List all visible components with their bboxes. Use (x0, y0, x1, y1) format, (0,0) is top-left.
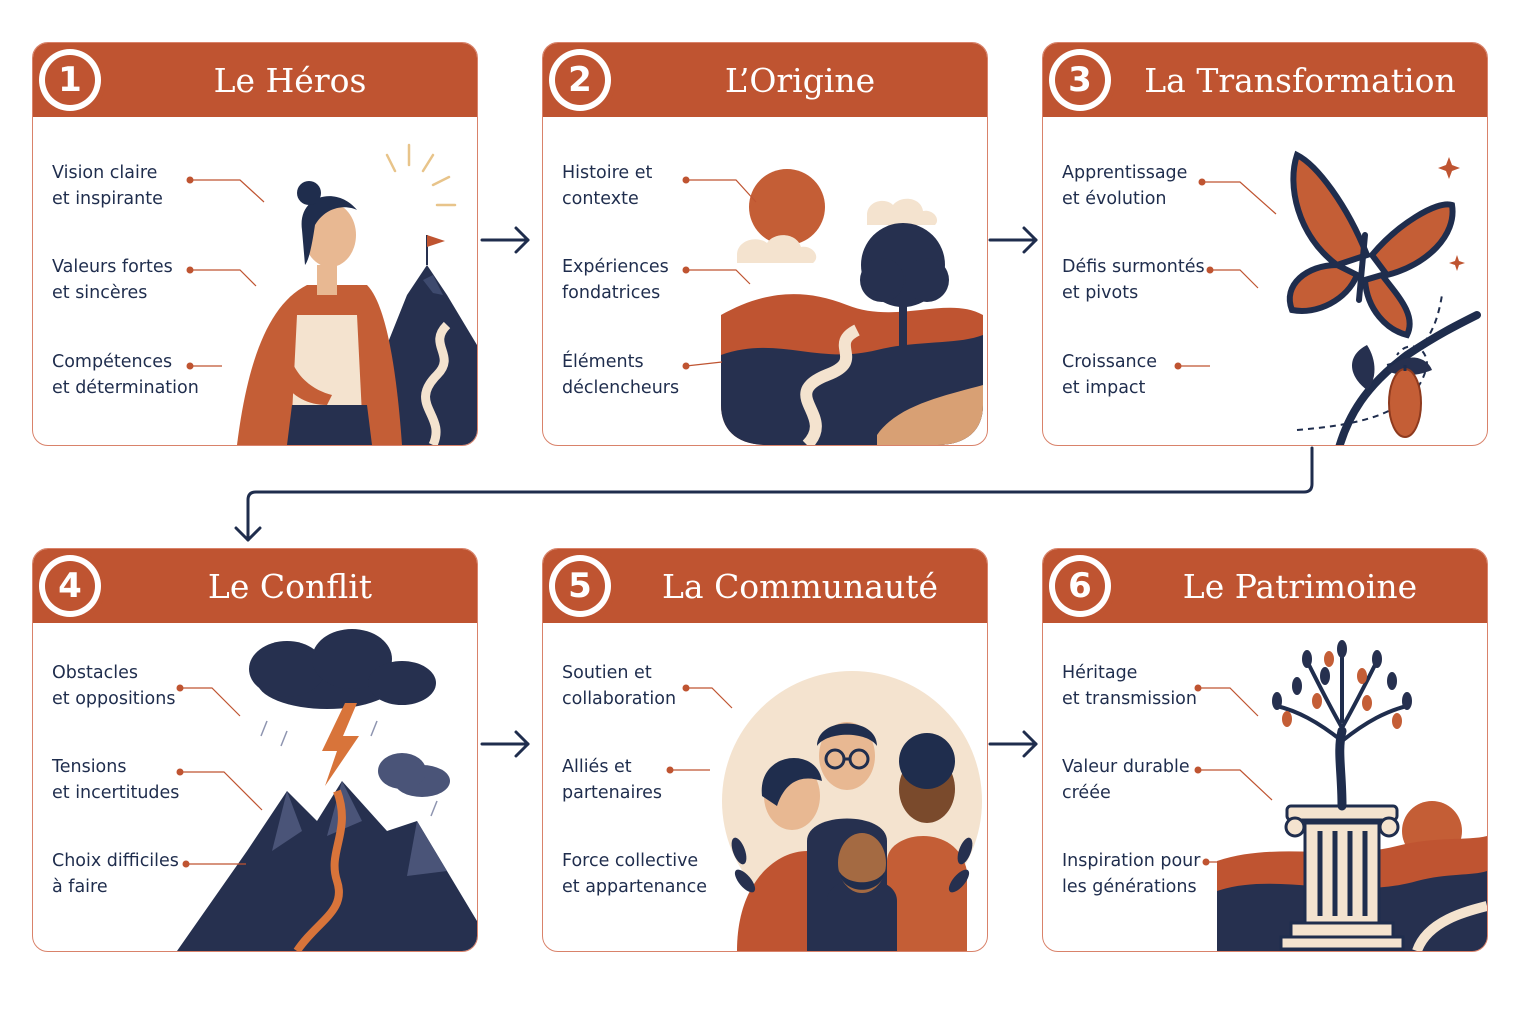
laurel-icon (731, 837, 973, 893)
lightning-icon (322, 703, 359, 786)
step-number-badge: 2 (549, 49, 611, 111)
column-icon (1279, 804, 1405, 951)
flag-icon (427, 235, 445, 247)
step-number-badge: 3 (1049, 49, 1111, 111)
avatar (819, 722, 875, 790)
community-people-illustration (722, 671, 982, 951)
card-item-label: Apprentissage et évolution (1062, 163, 1188, 209)
card-title: Le Conflit (207, 566, 373, 606)
hero-woman-illustration (237, 143, 477, 445)
card-item-label: Éléments déclencheurs (562, 352, 680, 398)
sun-rays-icon (385, 143, 457, 207)
card-header: 2 L’Origine (543, 43, 987, 117)
avatar (838, 833, 886, 893)
card-item-label: Force collective et appartenance (562, 851, 707, 897)
card-title: Le Patrimoine (1182, 566, 1418, 606)
card-item-label: Soutien et collaboration (562, 663, 677, 709)
step-number-badge: 1 (39, 49, 101, 111)
card-transformation: 3 La Transformation (1042, 42, 1488, 446)
card-community: 5 La Communauté (542, 548, 988, 952)
branch (1335, 311, 1481, 445)
card-origin: 2 L’Origine (542, 42, 988, 446)
card-header: 3 La Transformation (1043, 43, 1487, 117)
card-item-label: Valeurs fortes et sincères (52, 257, 173, 303)
card-item-label: Croissance et impact (1062, 352, 1158, 398)
card-title: L’Origine (724, 60, 876, 100)
card-item-label: Défis surmontés et pivots (1062, 257, 1205, 303)
card-conflict: 4 Le Conflit (32, 548, 478, 952)
landscape-path-illustration (721, 169, 983, 445)
cloud-icon (737, 235, 817, 263)
card-item-label: Choix difficiles à faire (52, 851, 179, 897)
card-title: La Transformation (1144, 60, 1456, 100)
sun-icon (749, 169, 825, 245)
arrow-5-to-6 (988, 730, 1038, 758)
card-title: La Communauté (661, 566, 938, 606)
card-item-label: Alliés et partenaires (562, 757, 663, 803)
card-item-label: Inspiration pour les générations (1062, 851, 1201, 897)
card-item-label: Obstacles et oppositions (52, 663, 176, 709)
chrysalis-icon (1388, 368, 1422, 438)
card-item-label: Héritage et transmission (1062, 663, 1197, 709)
card-hero: 1 Le Héros (32, 42, 478, 446)
card-title: Le Héros (213, 60, 367, 100)
card-item-label: Vision claire et inspirante (52, 163, 163, 209)
storm-cloud-icon (249, 629, 450, 797)
step-number-badge: 6 (1049, 555, 1111, 617)
tree-column-illustration (1217, 640, 1487, 951)
butterfly-transformation-illustration (1286, 150, 1481, 445)
arrow-1-to-2 (480, 226, 530, 254)
card-heritage: 6 Le Patrimoine (1042, 548, 1488, 952)
cloud-icon (867, 198, 938, 225)
card-header: 1 Le Héros (33, 43, 477, 117)
card-item-label: Compétences et détermination (52, 352, 199, 398)
butterfly-icon (1286, 150, 1456, 339)
card-header: 4 Le Conflit (33, 549, 477, 623)
card-item-label: Expériences fondatrices (562, 257, 669, 303)
card-item-label: Tensions et incertitudes (52, 757, 180, 803)
glasses-icon (824, 748, 870, 770)
step-number-badge: 4 (39, 555, 101, 617)
storm-mountain-illustration (177, 629, 477, 951)
arrow-3-to-4 (234, 446, 1314, 542)
arrow-2-to-3 (988, 226, 1038, 254)
card-item-label: Histoire et contexte (562, 163, 653, 209)
card-item-label: Valeur durable créée (1062, 757, 1190, 803)
card-header: 6 Le Patrimoine (1043, 549, 1487, 623)
arrow-4-to-5 (480, 730, 530, 758)
step-number-badge: 5 (549, 555, 611, 617)
card-header: 5 La Communauté (543, 549, 987, 623)
sparkle-icon (1438, 157, 1465, 271)
tree-icon (1275, 649, 1409, 811)
